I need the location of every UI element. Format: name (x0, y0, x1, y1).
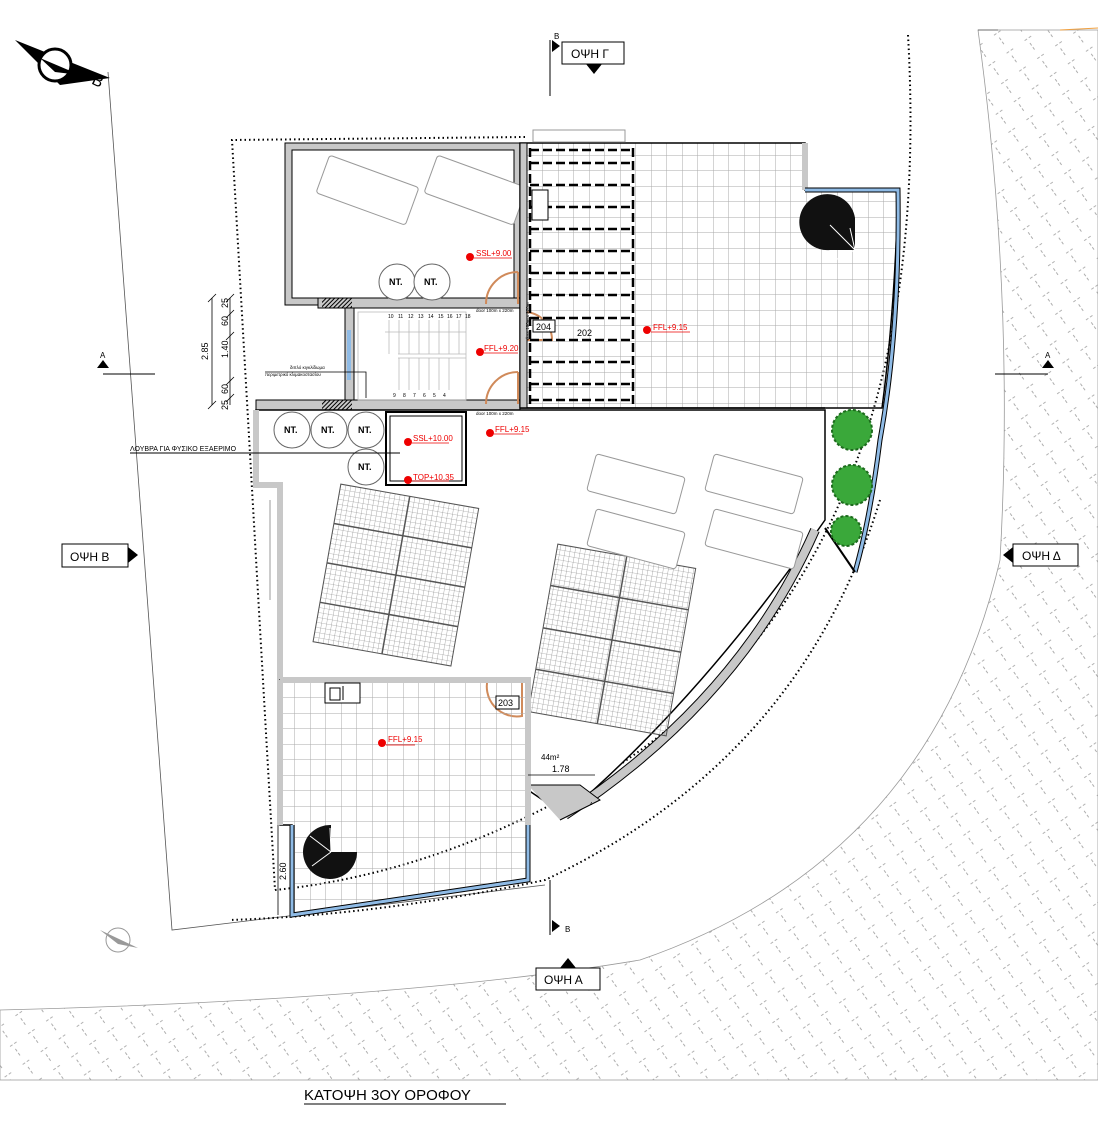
dimension-label: 2.60 (278, 862, 288, 880)
tank-label: NT. (424, 277, 438, 287)
staircase (357, 311, 467, 401)
sun-lounger (586, 453, 804, 570)
dimension-label: 60 (220, 384, 230, 394)
elevation-tag-b[interactable]: ΟΨΗ Β (61, 543, 138, 568)
svg-text:ΟΨΗ Γ: ΟΨΗ Γ (571, 47, 609, 61)
section-mark-b-bottom: B (549, 880, 570, 935)
elevation-tag-a[interactable]: ΟΨΗ Α (535, 958, 601, 991)
elevation-tag-d[interactable]: ΟΨΗ Δ (1003, 543, 1079, 567)
stair-step: 8 (403, 393, 406, 399)
stair-step: 16 (447, 314, 453, 320)
dimension-label: 60 (220, 316, 230, 326)
building-line (230, 136, 526, 891)
section-mark-b-top-label: B (554, 32, 559, 41)
dimension-label: 1.40 (220, 340, 230, 358)
level-label: FFL+9.15 (388, 735, 423, 744)
tank-label: NT. (358, 425, 372, 435)
railing-note: διπλό κιγκλίδωμα (290, 364, 325, 370)
room-203 (279, 679, 529, 916)
level-label: SSL+10.00 (413, 434, 453, 443)
stair-step: 11 (398, 314, 403, 320)
water-tanks (273, 263, 451, 486)
louvre-note: ΛΟΥΒΡΑ ΓΙΑ ΦΥΣΙΚΟ ΕΞΑΕΡΙΜΟ (130, 446, 237, 453)
dimension-label: 25 (220, 400, 230, 410)
drawing-title: ΚΑΤΟΨΗ 3ΟΥ ΟΡΟΦΟΥ (304, 1087, 471, 1104)
room-tag: 204 (536, 322, 551, 332)
dimension-label: 25 (220, 298, 230, 308)
dimension-label: 2.85 (200, 342, 210, 360)
level-label: FFL+9.20 (484, 344, 519, 353)
svg-text:A: A (1045, 351, 1051, 360)
door-label: door 100m x 220m (525, 302, 530, 340)
stair-step: 5 (433, 393, 436, 399)
door-label: door 100m x 220m (476, 308, 514, 313)
section-mark-a-left: A (97, 351, 155, 375)
section-mark-a-right: A (995, 351, 1054, 375)
section-mark-b-top (549, 40, 560, 96)
stair-step: 15 (438, 314, 444, 320)
roof-terrace (519, 142, 899, 409)
compass-icon (100, 927, 138, 953)
north-arrow-icon: B (15, 40, 110, 92)
solar-panels-right (527, 543, 697, 737)
level-label: FFL+9.15 (653, 323, 688, 332)
stair-step: 6 (423, 393, 426, 399)
tank-label: NT. (358, 462, 372, 472)
pergola (528, 148, 635, 405)
level-label: TOP+10.35 (413, 473, 455, 482)
skylight-box (385, 411, 467, 486)
level-label: SSL+9.00 (476, 249, 512, 258)
door-label: door 100m x 220m (476, 411, 514, 416)
svg-text:B: B (565, 925, 570, 934)
level-label: FFL+9.15 (495, 425, 530, 434)
dimension-label: 1.78 (552, 764, 570, 774)
plot-boundary (107, 71, 546, 931)
stair-step: 4 (443, 393, 446, 399)
spiral-stair-icon (303, 824, 357, 879)
svg-text:ΟΨΗ Δ: ΟΨΗ Δ (1022, 549, 1061, 563)
pavement-band (0, 29, 1098, 1081)
room-tag: 203 (498, 698, 513, 708)
railing-note: περιμετρικό κλιμακοστασίου (265, 371, 321, 377)
stair-step: 7 (413, 393, 416, 399)
tank-label: NT. (284, 425, 298, 435)
stair-step: 13 (418, 314, 424, 320)
stair-step: 12 (408, 314, 414, 320)
stair-step: 9 (393, 393, 396, 399)
svg-text:A: A (100, 351, 106, 360)
dimension-label: 4 (590, 801, 593, 806)
svg-text:ΟΨΗ Α: ΟΨΗ Α (544, 973, 583, 987)
room-tag: 202 (577, 328, 592, 338)
spiral-stair-icon (799, 194, 856, 261)
solar-panels-left (312, 483, 480, 667)
room-area: 44m² (541, 753, 560, 762)
stair-step: 18 (465, 314, 471, 320)
plant-icon (830, 409, 873, 547)
tank-label: NT. (321, 425, 335, 435)
stair-step: 14 (428, 314, 434, 320)
stair-step: 17 (456, 314, 462, 320)
svg-text:ΟΨΗ Β: ΟΨΗ Β (70, 550, 109, 564)
stair-step: 10 (388, 314, 394, 320)
elevation-tag-g[interactable]: ΟΨΗ Γ (561, 41, 625, 74)
tank-label: NT. (389, 277, 403, 287)
